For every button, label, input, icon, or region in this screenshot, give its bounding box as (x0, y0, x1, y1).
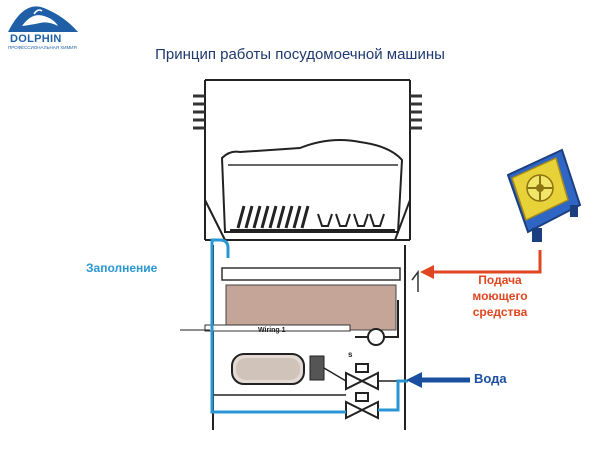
water-label: Вода (474, 371, 507, 386)
dolphin-logo: DOLPHIN ПРОФЕССИОНАЛЬНАЯ ХИМИЯ (4, 2, 82, 54)
water-arrow-icon (406, 372, 422, 388)
wash-arm (221, 267, 401, 281)
right-rib (410, 94, 422, 130)
detergent-arrow-icon (420, 265, 434, 279)
circulation-pump (367, 328, 385, 346)
dosing-pump-icon (506, 148, 582, 242)
boiler-valve (309, 355, 325, 381)
dolphin-emblem-icon (8, 6, 78, 32)
dish-rack (236, 205, 310, 229)
left-rib (193, 94, 205, 130)
wash-tank (225, 284, 397, 331)
inlet-valve-bottom (345, 392, 379, 420)
detergent-line (432, 250, 542, 274)
detergent-feed-label: Подача моющего средства (472, 273, 528, 319)
logo-brand: DOLPHIN (10, 33, 62, 45)
fill-water-line (210, 238, 408, 414)
valve-mark: s (348, 350, 353, 359)
wiring-label: Wiring 1 (258, 327, 286, 334)
inlet-valve-top (345, 363, 379, 391)
logo-tagline: ПРОФЕССИОНАЛЬНАЯ ХИМИЯ (8, 45, 77, 50)
page-title: Принцип работы посудомоечной машины (155, 46, 445, 63)
glasses (317, 213, 385, 227)
fill-label: Заполнение (86, 261, 158, 275)
